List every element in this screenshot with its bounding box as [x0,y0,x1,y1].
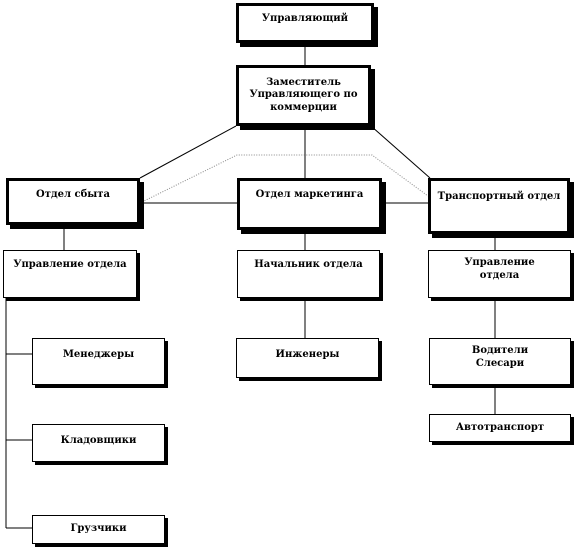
vehicles-box: Автотранспорт [429,414,571,442]
loaders-box: Грузчики [32,515,165,544]
engineers-box: Инженеры [236,338,379,378]
sales-dept-box: Отдел сбыта [6,178,140,225]
drivers-mechanics-box: Водители Слесари [429,338,571,385]
marketing-head-box: Начальник отдела [237,250,380,298]
storekeepers-box: Кладовщики [32,424,165,462]
managers-box: Менеджеры [32,338,165,385]
sales-head-box: Управление отдела [3,250,137,298]
connector-deputy-transport [370,125,431,179]
dotted-coordination-line [139,154,429,204]
transport-dept-box: Транспортный отдел [428,178,570,234]
deputy-box: Заместитель Управляющего по коммерции [236,65,371,126]
manager-box: Управляющий [236,3,374,43]
marketing-dept-box: Отдел маркетинга [237,178,382,230]
connector-deputy-sales [139,125,237,179]
transport-head-box: Управление отдела [428,250,571,298]
